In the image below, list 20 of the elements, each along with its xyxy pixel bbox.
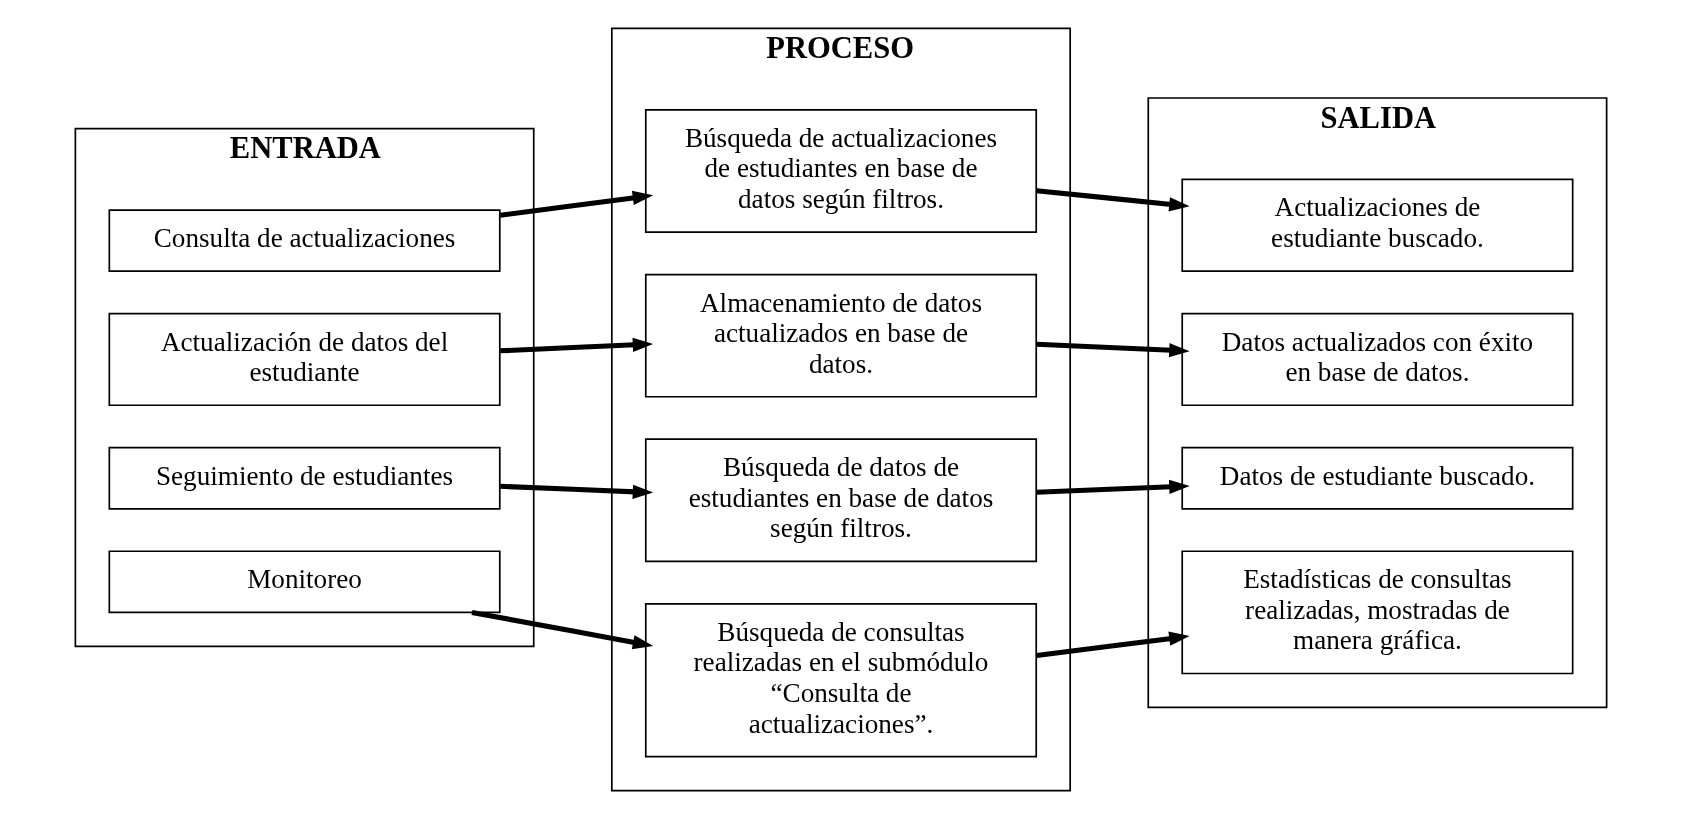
node-box: Estadísticas de consultas realizadas, mostradas de manera gráfica. [1180,550,1574,675]
node-box: Seguimiento de estudiantes [107,446,501,510]
node-box: Actualización de datos del estudiante [107,312,501,407]
node-box: Actualizaciones de estudiante buscado. [1180,178,1574,272]
node-box: Almacenamiento de datos actualizados en base de datos. [644,273,1037,398]
arrow [1036,341,1190,358]
node-box: Consulta de actualizaciones [107,209,501,272]
arrow [499,483,653,499]
node-box: Búsqueda de datos de estudiantes en base de datos según filtros. [644,438,1037,563]
node-box: Búsqueda de actualizaciones de estudiantes en base de datos según filtros. [644,109,1037,233]
arrow [471,609,653,650]
node-box: Monitoreo [107,550,501,614]
arrow [1036,479,1190,495]
arrow [1035,188,1190,212]
arrow [499,337,653,354]
arrow [499,190,653,218]
node-box: Búsqueda de consultas realizadas en el submódulo “Consulta de actualizaciones”. [644,603,1037,758]
node-box: Datos actualizados con éxito en base de datos. [1180,312,1574,407]
node-box: Datos de estudiante buscado. [1180,446,1574,510]
arrow [1035,631,1190,659]
